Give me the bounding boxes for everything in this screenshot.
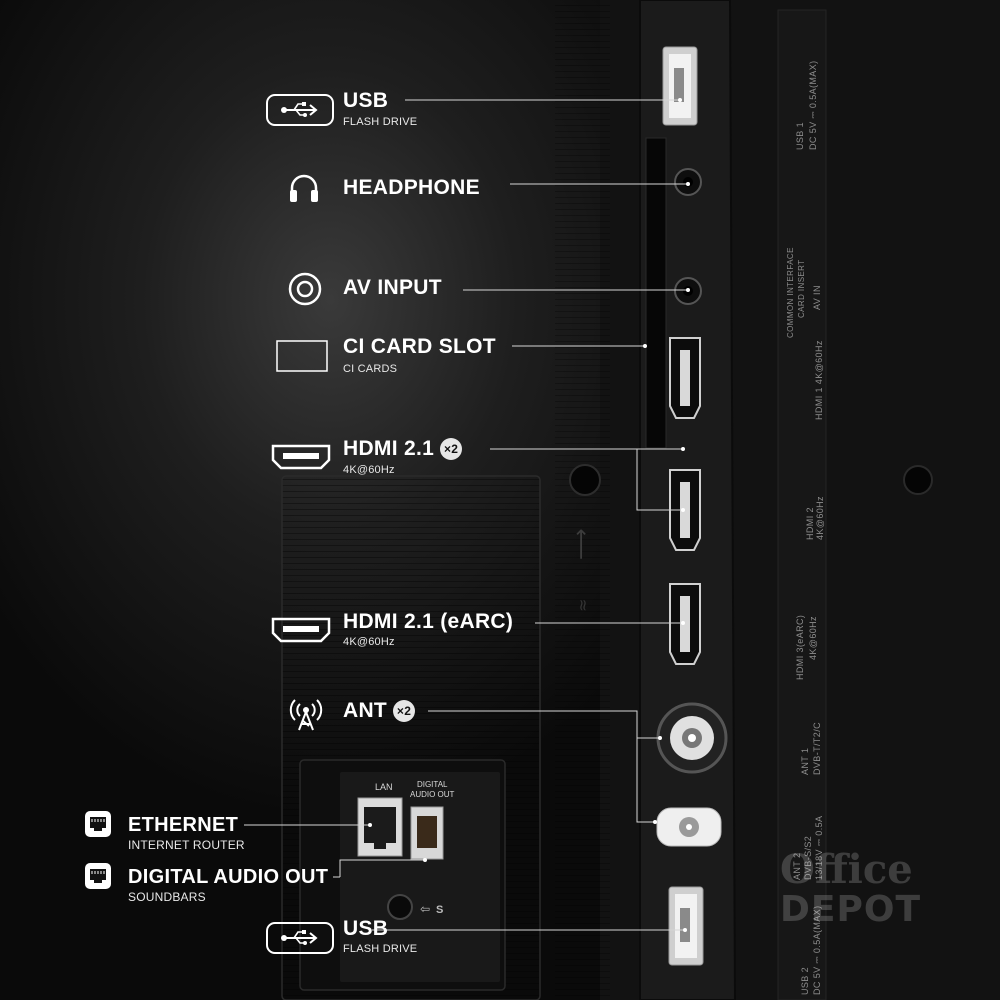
av-input-title: AV INPUT: [343, 276, 442, 299]
optical-port: [410, 806, 444, 865]
digital-audio-panel-line2: AUDIO OUT: [410, 790, 455, 799]
ant-title: ANT×2: [343, 699, 416, 723]
watermark: Office DEPOT: [780, 850, 921, 930]
watermark-line1: Office: [780, 846, 913, 893]
service-label: S: [436, 904, 444, 916]
ant-title-text: ANT: [343, 699, 388, 722]
watermark-line2: DEPOT: [780, 889, 922, 930]
hdmi-earc-title: HDMI 2.1 (eARC): [343, 610, 514, 633]
usb-bottom-title: USB: [343, 917, 389, 940]
svg-text:≈: ≈: [573, 599, 592, 612]
antenna-port-2: [655, 802, 723, 857]
ci-card-title: CI CARD SLOT: [343, 335, 496, 358]
antenna-icon: [287, 690, 325, 737]
antenna-port-1: [654, 700, 730, 781]
hdmi-x2-subtitle: 4K@60Hz: [343, 464, 395, 476]
hdmi-earc-subtitle: 4K@60Hz: [343, 636, 395, 648]
digital-audio-subtitle: SOUNDBARS: [128, 890, 206, 904]
usb-top-subtitle: FLASH DRIVE: [343, 116, 418, 128]
usb-port-bottom: [668, 886, 704, 966]
hdmi-x2-title-text: HDMI 2.1: [343, 437, 435, 460]
av-input-icon: [288, 272, 322, 311]
optical-audio-icon: [84, 862, 112, 895]
usb-port-top: [662, 46, 698, 126]
hdmi-icon: [271, 443, 331, 476]
headphone-icon: [287, 172, 321, 209]
svg-text:⟶: ⟶: [569, 528, 594, 560]
ci-card-subtitle: CI CARDS: [343, 363, 398, 375]
lan-port: [357, 797, 403, 862]
hdmi-port-1: [668, 336, 702, 425]
usb-top-title: USB: [343, 89, 389, 112]
ant-count-badge: ×2: [393, 700, 416, 723]
ethernet-subtitle: INTERNET ROUTER: [128, 838, 245, 852]
headphone-title: HEADPHONE: [343, 176, 480, 199]
usb-bottom-icon: [266, 922, 334, 959]
service-arrow-icon: ⇦: [420, 902, 431, 916]
card-slot-icon: [276, 340, 328, 377]
ethernet-title: ETHERNET: [128, 814, 239, 836]
ethernet-icon: [84, 810, 112, 843]
hdmi-count-badge: ×2: [440, 438, 463, 461]
digital-audio-title: DIGITAL AUDIO OUT: [128, 866, 329, 888]
usb-icon: [266, 94, 334, 131]
lan-panel-label: LAN: [375, 782, 393, 792]
usb-bottom-subtitle: FLASH DRIVE: [343, 943, 418, 955]
hdmi-port-3-earc: [668, 582, 702, 671]
service-port: [386, 893, 414, 926]
hdmi-earc-icon: [271, 616, 331, 649]
digital-audio-panel-label: DIGITAL AUDIO OUT: [410, 780, 454, 800]
hdmi-x2-title: HDMI 2.1×2: [343, 437, 463, 461]
digital-audio-panel-line1: DIGITAL: [416, 780, 448, 789]
